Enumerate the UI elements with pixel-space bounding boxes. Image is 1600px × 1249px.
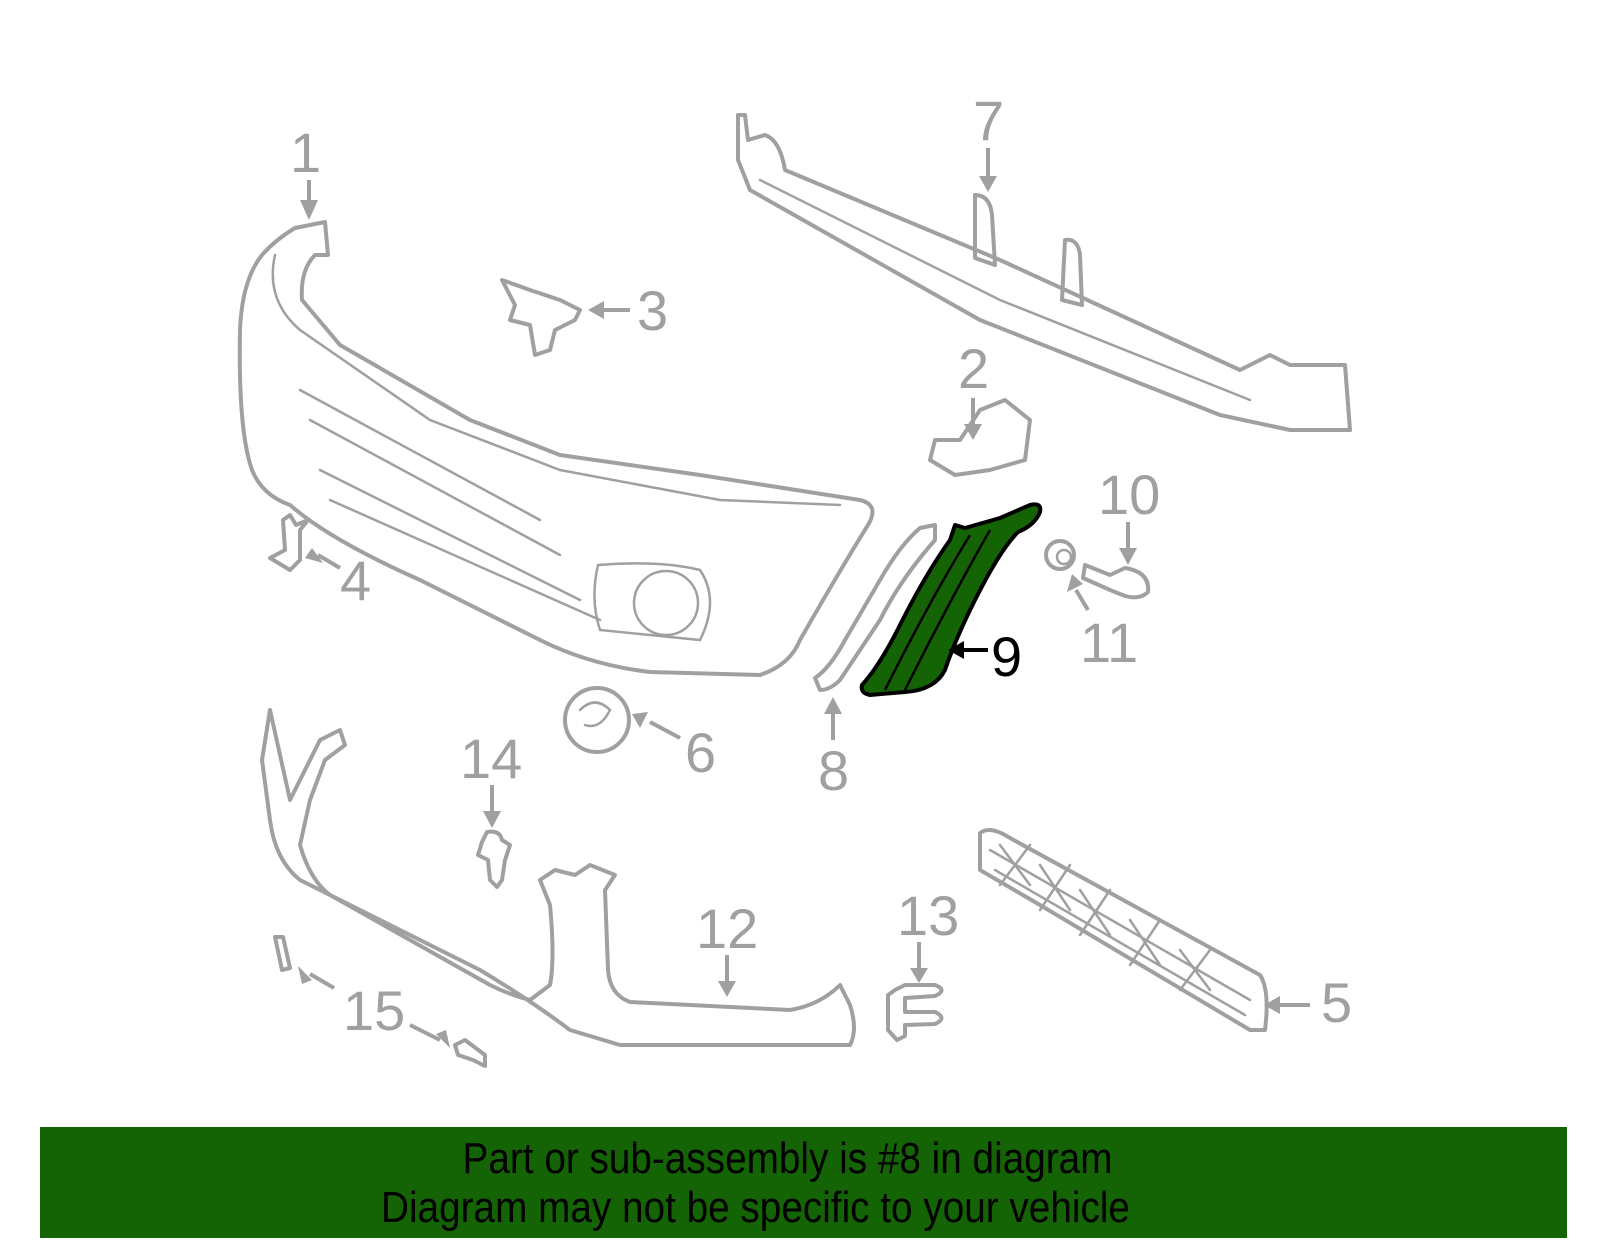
svg-text:9: 9 — [991, 625, 1022, 688]
part-3-bracket[interactable] — [500, 278, 582, 357]
banner-disclaimer-line: Diagram may not be specific to your vehi… — [381, 1183, 1130, 1232]
svg-text:2: 2 — [958, 337, 989, 400]
part-9-strip[interactable] — [813, 523, 937, 692]
part-10-bolt[interactable] — [1081, 563, 1151, 600]
svg-text:10: 10 — [1098, 463, 1160, 526]
part-11-nut[interactable] — [1044, 539, 1076, 571]
part-8-highlighted[interactable] — [859, 502, 1043, 697]
svg-text:8: 8 — [818, 739, 849, 802]
part-4-clip[interactable] — [268, 513, 310, 572]
part-1-bumper-cover[interactable] — [237, 220, 875, 677]
part-6-fog-lamp[interactable] — [563, 686, 631, 754]
svg-text:12: 12 — [696, 897, 758, 960]
callout-6: 6 — [632, 712, 716, 784]
callout-14: 14 — [460, 727, 522, 828]
callout-11: 11 — [1067, 574, 1138, 674]
part-5-grille[interactable] — [978, 827, 1269, 1032]
callout-4: 4 — [305, 548, 371, 612]
svg-text:3: 3 — [637, 279, 668, 342]
callout-13: 13 — [897, 884, 959, 983]
svg-text:5: 5 — [1321, 971, 1352, 1034]
callout-3: 3 — [588, 279, 668, 342]
part-2-bracket[interactable] — [928, 398, 1032, 477]
svg-text:4: 4 — [340, 549, 371, 612]
part-12-lower-support[interactable] — [260, 708, 856, 1047]
banner-part-line: Part or sub-assembly is #8 in diagram — [462, 1134, 1113, 1183]
part-13-clip[interactable] — [886, 983, 944, 1042]
svg-text:14: 14 — [460, 727, 522, 790]
callout-1: 1 — [290, 121, 321, 220]
svg-text:15: 15 — [343, 979, 405, 1042]
part-7-reinforcement[interactable] — [736, 113, 1352, 432]
svg-text:11: 11 — [1080, 611, 1138, 674]
callout-8: 9 — [948, 625, 1022, 688]
part-14-clip[interactable] — [476, 829, 512, 889]
svg-text:13: 13 — [897, 884, 959, 947]
svg-text:6: 6 — [685, 721, 716, 784]
callout-5: 5 — [1264, 971, 1352, 1034]
svg-text:7: 7 — [973, 89, 1004, 152]
svg-text:1: 1 — [290, 121, 321, 184]
callout-9: 8 — [818, 697, 849, 802]
info-banner: Part or sub-assembly is #8 in diagram Di… — [40, 1127, 1567, 1238]
callout-10: 10 — [1098, 463, 1160, 565]
callout-7: 7 — [973, 89, 1004, 192]
callout-2: 2 — [958, 337, 989, 440]
callout-12: 12 — [696, 897, 758, 997]
callout-15: 15 — [298, 966, 450, 1048]
part-15-clips[interactable] — [273, 935, 487, 1068]
